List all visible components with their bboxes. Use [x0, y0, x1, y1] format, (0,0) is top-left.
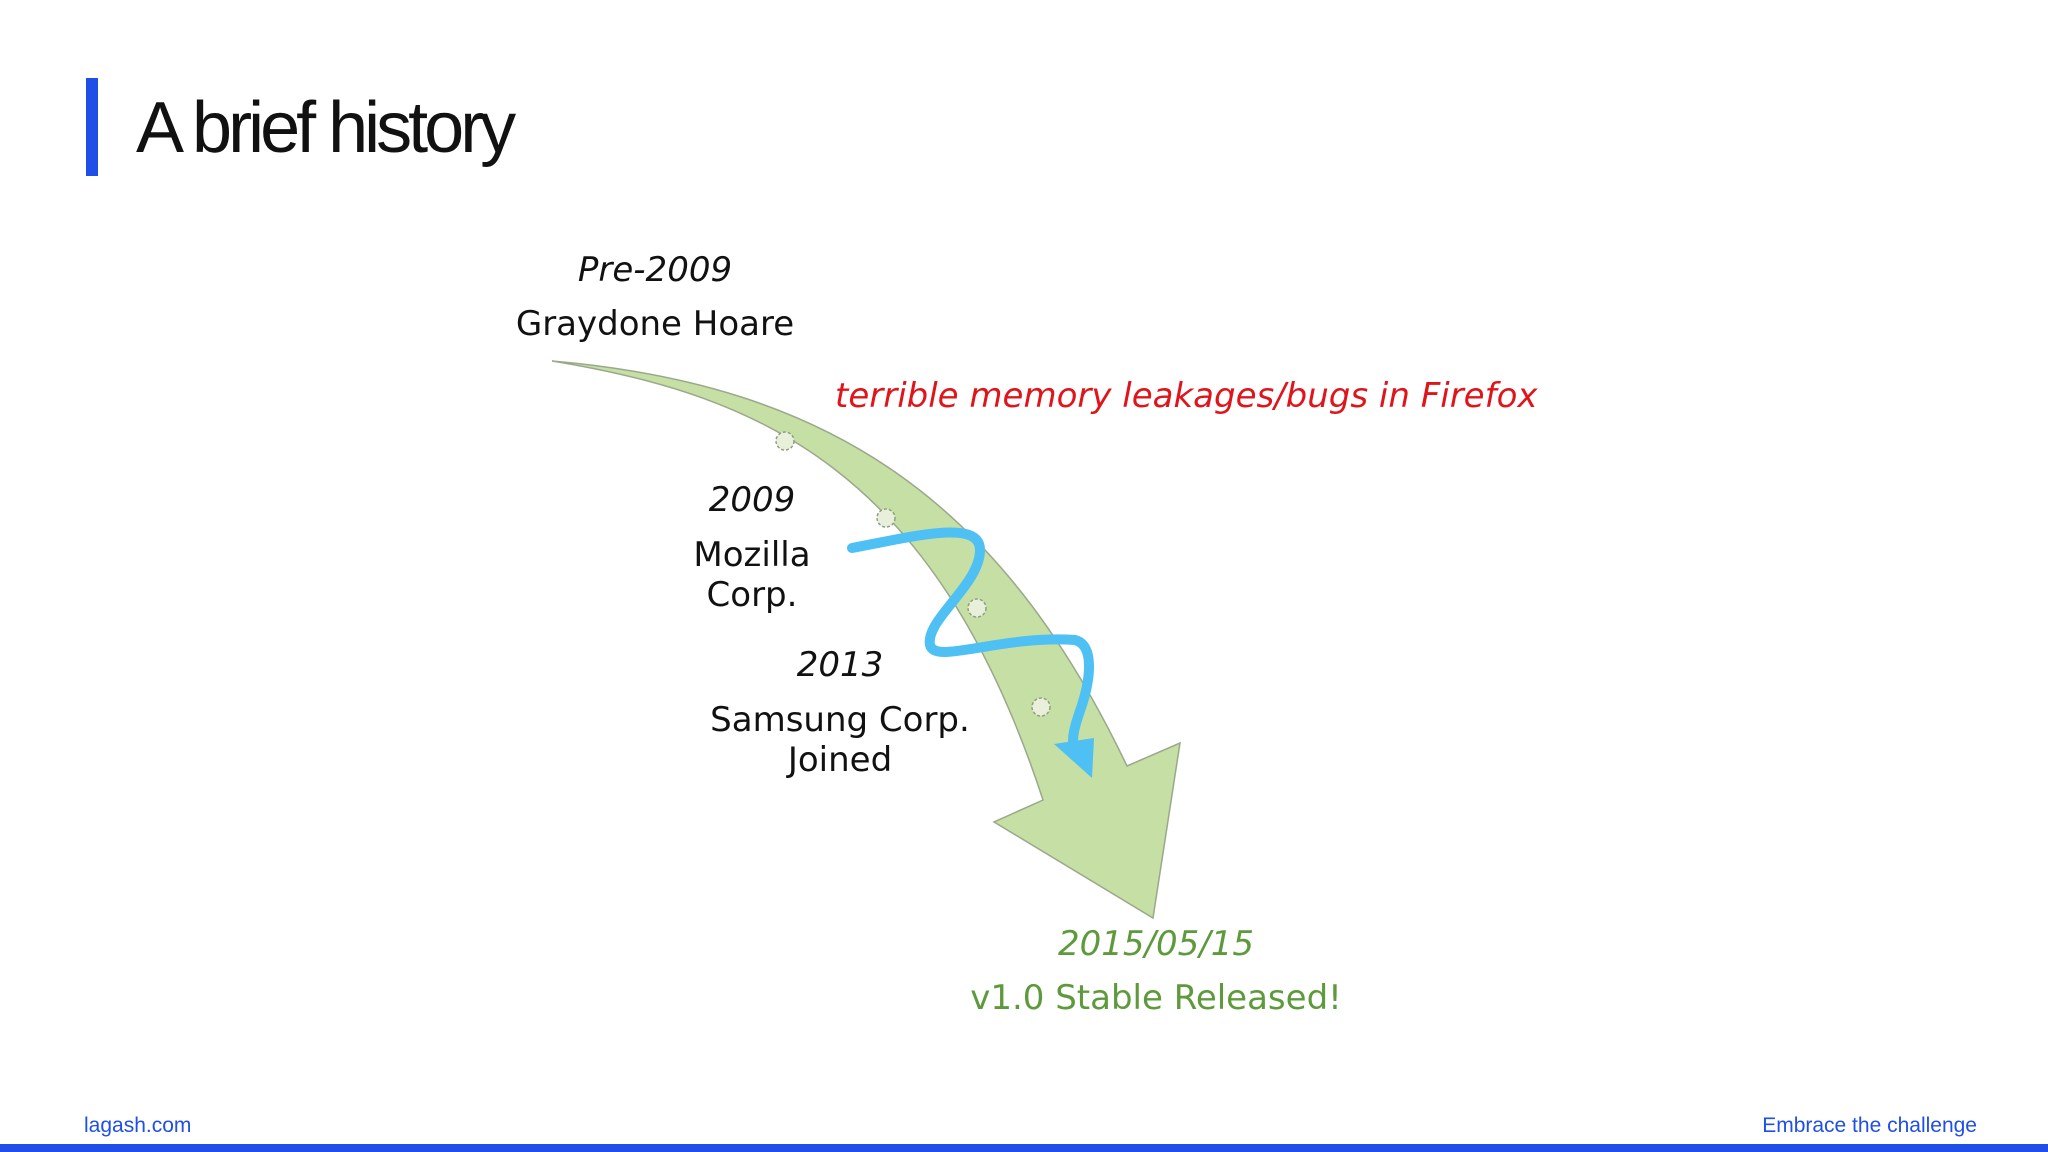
- footer-accent-bar: [0, 1144, 2048, 1152]
- timeline-dot: [1031, 697, 1051, 717]
- milestone-desc-2013-line2: Joined: [787, 740, 893, 780]
- milestone-year-2013: 2013: [796, 645, 884, 685]
- title-accent-bar: [86, 78, 98, 176]
- milestone-year-pre2009: Pre-2009: [577, 250, 733, 290]
- timeline-arrow: [551, 360, 1181, 920]
- squiggle-arrow: [847, 527, 1094, 757]
- timeline-dot: [775, 431, 795, 451]
- timeline-dot: [967, 598, 987, 618]
- milestone-desc-2015: v1.0 Stable Released!: [970, 978, 1342, 1018]
- footer-tagline: Embrace the challenge: [1762, 1114, 1977, 1137]
- squiggle-arrowhead: [1054, 738, 1094, 778]
- milestone-desc-2013-line1: Samsung Corp.: [710, 700, 970, 740]
- milestone-desc-2009-line1: Mozilla: [693, 535, 811, 575]
- slide-title: A brief history: [136, 88, 516, 168]
- milestone-desc-2009-line2: Corp.: [706, 575, 798, 615]
- milestone-year-2015: 2015/05/15: [1058, 924, 1254, 964]
- footer-site-link[interactable]: lagash.com: [84, 1114, 192, 1137]
- milestone-desc-pre2009: Graydone Hoare: [515, 304, 795, 344]
- timeline-dot: [876, 508, 896, 528]
- milestone-year-2009: 2009: [708, 480, 796, 520]
- firefox-bugs-note: terrible memory leakages/bugs in Firefox: [835, 376, 1538, 416]
